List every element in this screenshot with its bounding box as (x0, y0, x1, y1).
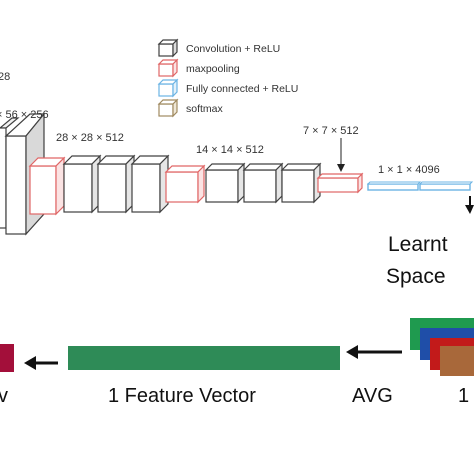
dim-label: 7 × 7 × 512 (303, 125, 359, 137)
feature-map-stack (410, 318, 474, 376)
conv-block (242, 162, 284, 204)
legend-softmax-label: softmax (186, 103, 224, 115)
legend-pool-label: maxpooling (186, 63, 240, 75)
learnt-space-label: Space (386, 265, 446, 288)
legend-fc-label: Fully connected + ReLU (186, 83, 298, 95)
learnt-pointer-arrowhead (465, 205, 474, 214)
legend-conv-label: Convolution + ReLU (186, 43, 280, 55)
conv-block (280, 162, 322, 204)
pool-block (164, 164, 206, 204)
fc-block (366, 181, 422, 191)
feature-vector-bar (68, 346, 340, 370)
output-cut-label: v (0, 385, 8, 407)
dim-label: 1 × 1 × 4096 (378, 164, 440, 176)
pool-block (316, 172, 364, 194)
output-block (0, 344, 14, 372)
dim-label: 28 (0, 71, 10, 83)
conv-block (62, 154, 102, 214)
dim-pointer-arrowhead (337, 164, 345, 172)
network-blocks (0, 112, 474, 236)
fc-block (418, 181, 474, 191)
dim-label: × 56 × 256 (0, 109, 49, 121)
legend-softmax-swatch (157, 98, 179, 118)
avg-label: AVG (352, 385, 393, 407)
stack-cut-label: 1 (458, 385, 469, 407)
pool-block (28, 156, 66, 216)
conv-block (96, 154, 136, 214)
dim-label: 28 × 28 × 512 (56, 132, 124, 144)
legend-conv-swatch (157, 38, 179, 58)
dim-label: 14 × 14 × 512 (196, 144, 264, 156)
feature-map (440, 346, 474, 376)
legend: Convolution + ReLU maxpooling Fully conn… (157, 38, 298, 118)
conv-block (204, 162, 246, 204)
arrow-to-output-head (24, 356, 36, 370)
legend-fc-swatch (157, 78, 179, 98)
feature-vector-label: 1 Feature Vector (108, 385, 256, 407)
learnt-space-label: Learnt (388, 233, 448, 256)
conv-block (130, 154, 170, 214)
legend-pool-swatch (157, 58, 179, 78)
arrow-to-feature-vector-head (346, 345, 358, 359)
